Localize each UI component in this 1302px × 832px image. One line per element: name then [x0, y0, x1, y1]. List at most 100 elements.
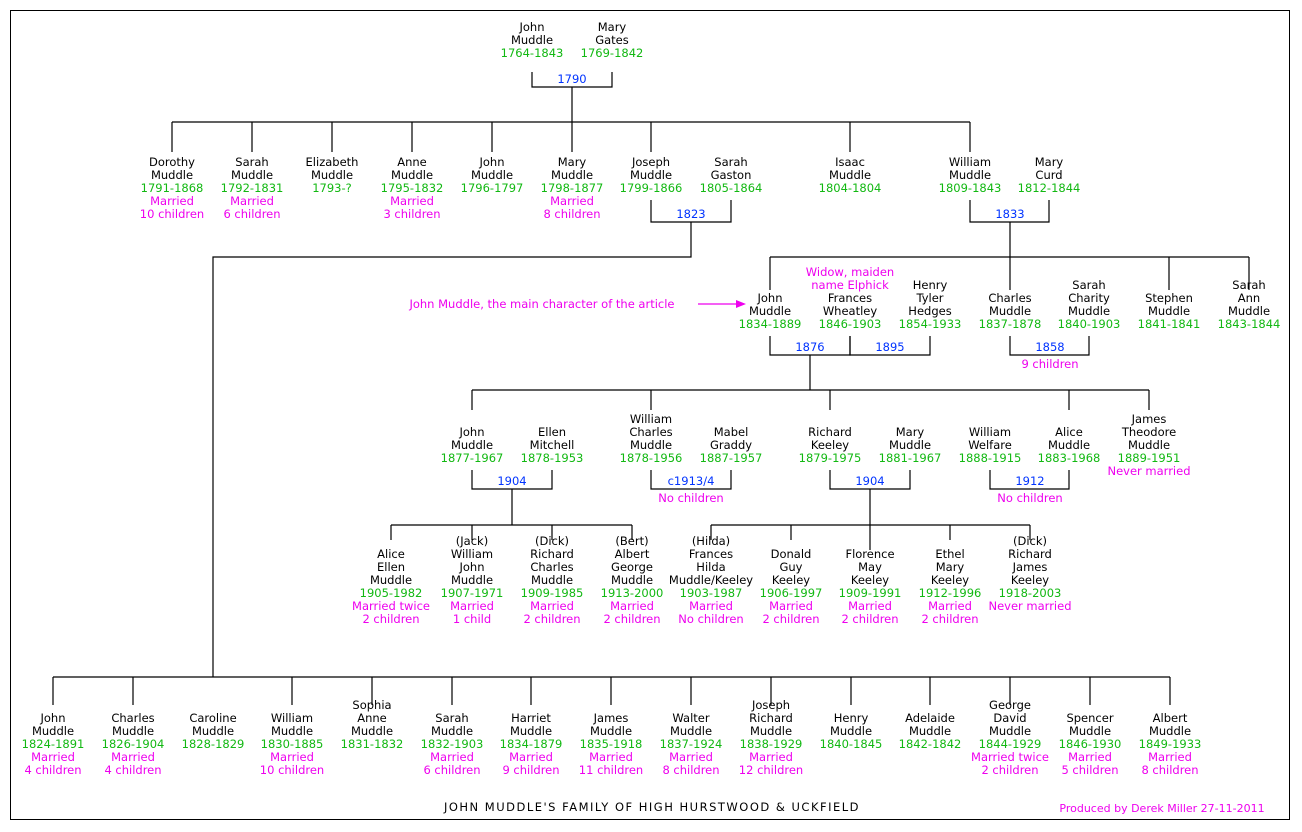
person-name: Richard: [749, 711, 793, 725]
person-note: Married twice: [971, 750, 1049, 764]
person-name: Mitchell: [530, 438, 575, 452]
person-note: Married: [928, 599, 972, 613]
person-name: Ellen: [377, 560, 405, 574]
person-note: 11 children: [579, 763, 643, 777]
person-name: Theodore: [1121, 425, 1176, 439]
person-note: Married: [769, 599, 813, 613]
person-name: Muddle: [351, 724, 393, 738]
person-note: Married: [689, 599, 733, 613]
marriage-year: 1895: [875, 340, 904, 354]
person-name: Alice: [377, 547, 405, 561]
person-name: Muddle: [531, 573, 573, 587]
person-name: Dorothy: [149, 155, 195, 169]
person-name: Muddle: [949, 168, 991, 182]
person-name: Muddle/Keeley: [669, 573, 753, 587]
person-name: Mabel: [714, 425, 749, 439]
person-name: Anne: [357, 711, 387, 725]
person-name: Muddle: [231, 168, 273, 182]
marriage-bracket: [1009, 336, 1090, 356]
person-name: Joseph: [631, 155, 670, 169]
person-note: 3 children: [383, 207, 440, 221]
person-dates: 1809-1843: [939, 181, 1002, 195]
person-name: Muddle: [989, 304, 1031, 318]
person-name: Richard: [808, 425, 852, 439]
person-g5-hilda: (Hilda)FrancesHildaMuddle/Keeley1903-198…: [669, 534, 753, 626]
person-note: 8 children: [662, 763, 719, 777]
person-name: Florence: [845, 547, 894, 561]
person-note: Married: [1148, 750, 1192, 764]
person-name: (Dick): [1013, 534, 1047, 548]
pointer-arrowhead-icon: [736, 300, 746, 308]
person-dates: 1878-1953: [521, 451, 584, 465]
person-name: Richard: [530, 547, 574, 561]
person-note: 2 children: [603, 612, 660, 626]
person-note: Married: [550, 194, 594, 208]
marriage-year: 1904: [855, 474, 884, 488]
person-note: 5 children: [1061, 763, 1118, 777]
person-dates: 1828-1829: [182, 737, 245, 751]
person-name: Muddle: [311, 168, 353, 182]
person-name: Elizabeth: [306, 155, 359, 169]
person-name: Stephen: [1145, 291, 1193, 305]
person-dates: 1888-1915: [959, 451, 1022, 465]
person-name: Frances: [689, 547, 733, 561]
person-dates: 1832-1903: [421, 737, 484, 751]
person-dates: 1889-1951: [1118, 451, 1181, 465]
person-note: Married: [230, 194, 274, 208]
person-name: James: [1012, 560, 1048, 574]
person-name: Sarah: [235, 155, 268, 169]
person-name: Muddle: [151, 168, 193, 182]
person-name: Muddle: [370, 573, 412, 587]
person-note: Married: [749, 750, 793, 764]
person-name: Charles: [111, 711, 154, 725]
person-note: Married: [150, 194, 194, 208]
person-name: David: [993, 711, 1026, 725]
main-character-pointer-label: John Muddle, the main character of the a…: [408, 297, 674, 311]
person-name: Richard: [1008, 547, 1052, 561]
person-name: (Bert): [615, 534, 648, 548]
person-dates: 1837-1878: [979, 317, 1042, 331]
person-dates: 1878-1956: [620, 451, 683, 465]
person-dates: 1805-1864: [700, 181, 763, 195]
person-name: William: [949, 155, 991, 169]
person-name: Tyler: [915, 291, 943, 305]
person-name: (Jack): [456, 534, 488, 548]
person-note: 2 children: [762, 612, 819, 626]
person-name: Spencer: [1066, 711, 1113, 725]
person-name: Muddle: [192, 724, 234, 738]
person-dates: 1841-1841: [1138, 317, 1201, 331]
person-note: Married: [1068, 750, 1112, 764]
person-name: Muddle: [611, 573, 653, 587]
person-name: William: [630, 412, 672, 426]
person-dates: 1849-1933: [1139, 737, 1202, 751]
person-name: Muddle: [391, 168, 433, 182]
person-dates: 1764-1843: [501, 46, 564, 60]
marriage-year: c1913/4: [668, 474, 715, 488]
person-dates: 1804-1804: [819, 181, 882, 195]
person-dates: 1903-1987: [680, 586, 743, 600]
person-name: John: [756, 291, 782, 305]
person-note: 2 children: [841, 612, 898, 626]
person-dates: 1854-1933: [899, 317, 962, 331]
person-note: Widow, maiden: [806, 265, 894, 279]
tree-connectors: [52, 72, 1250, 705]
person-dates: 1907-1971: [441, 586, 504, 600]
person-name: George: [611, 560, 653, 574]
